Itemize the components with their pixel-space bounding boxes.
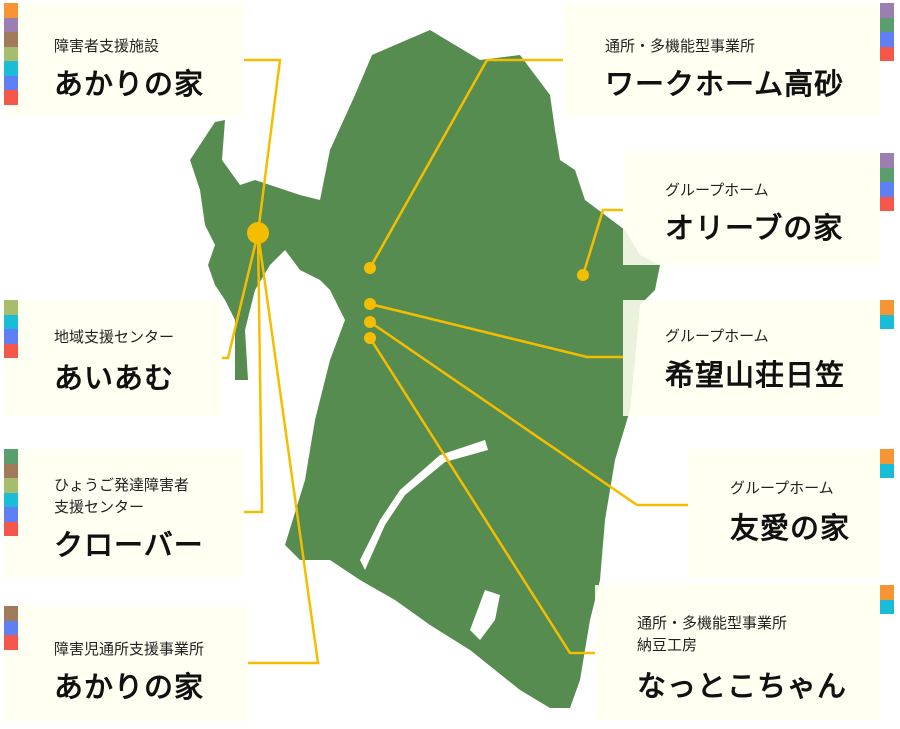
tag-orange	[880, 300, 894, 315]
tag-red	[4, 90, 18, 105]
facility-card[interactable]: 障害者支援施設あかりの家	[4, 3, 244, 116]
tag-cyan	[880, 599, 894, 614]
service-tags	[880, 153, 894, 211]
facility-card[interactable]: 通所・多機能型事業所納豆工房なっとこちゃん	[595, 585, 880, 720]
city-area	[190, 30, 660, 708]
facility-type-2: 納豆工房	[637, 636, 698, 654]
facility-type: グループホーム	[665, 181, 769, 199]
service-tags	[880, 449, 894, 478]
tag-blue	[4, 620, 18, 635]
tag-orange	[880, 585, 894, 600]
tag-cyan	[4, 492, 18, 507]
facility-name: なっとこちゃん	[637, 669, 848, 703]
river	[360, 440, 500, 640]
facility-name: あかりの家	[54, 670, 205, 704]
tag-blue	[4, 329, 18, 344]
tag-brown	[4, 606, 18, 621]
facility-card[interactable]: ひょうご発達障害者支援センタークローバー	[4, 449, 244, 578]
facility-type: 通所・多機能型事業所	[637, 614, 788, 632]
facility-name: 友愛の家	[730, 511, 851, 545]
facility-name: ワークホーム高砂	[605, 67, 845, 101]
tag-red	[4, 635, 18, 650]
tag-red	[880, 46, 894, 61]
facility-name: クローバー	[54, 528, 204, 562]
tag-cyan	[4, 314, 18, 329]
tag-red	[4, 343, 18, 358]
facility-type: ひょうご発達障害者	[54, 476, 190, 494]
tag-red	[4, 521, 18, 536]
facility-type: 地域支援センター	[54, 328, 175, 346]
tag-orange	[880, 449, 894, 464]
tag-olive	[4, 300, 18, 315]
tag-blue	[4, 75, 18, 90]
service-tags	[4, 3, 18, 105]
facility-name: オリーブの家	[665, 211, 844, 245]
service-tags	[880, 3, 894, 61]
tag-purple	[880, 153, 894, 168]
facility-name: あかりの家	[54, 67, 205, 101]
tag-brown	[4, 463, 18, 478]
service-tags	[4, 449, 18, 536]
tag-blue	[880, 32, 894, 47]
tag-blue	[4, 507, 18, 522]
tag-cyan	[4, 61, 18, 76]
tag-blue	[880, 182, 894, 197]
facility-type: 障害児通所支援事業所	[54, 640, 205, 658]
tag-brown	[4, 32, 18, 47]
location-marker-akari[interactable]	[247, 222, 269, 244]
service-tags	[4, 606, 18, 650]
facility-card[interactable]: グループホーム友愛の家	[688, 449, 880, 578]
tag-olive	[4, 478, 18, 493]
facility-type: 障害者支援施設	[54, 37, 160, 55]
tag-cyan	[880, 314, 894, 329]
facility-card[interactable]: 地域支援センターあいあむ	[4, 300, 222, 416]
location-marker-workhome[interactable]	[364, 262, 376, 274]
location-marker-nattoko[interactable]	[364, 332, 376, 344]
facility-type: 通所・多機能型事業所	[605, 37, 756, 55]
location-marker-olive[interactable]	[577, 269, 589, 281]
tag-orange	[4, 3, 18, 18]
tag-green	[4, 449, 18, 464]
facility-type: グループホーム	[730, 479, 834, 497]
connector-lines	[222, 58, 688, 665]
tag-cyan	[880, 463, 894, 478]
tag-green	[880, 17, 894, 32]
facility-name: 希望山荘日笠	[665, 358, 846, 392]
facility-type-2: 支援センター	[54, 498, 145, 516]
tag-purple	[880, 3, 894, 18]
facility-card[interactable]: 障害児通所支援事業所あかりの家	[4, 606, 248, 722]
tag-red	[880, 196, 894, 211]
facility-card[interactable]: 通所・多機能型事業所ワークホーム高砂	[563, 3, 880, 116]
tag-green	[880, 167, 894, 182]
facility-card[interactable]: グループホーム希望山荘日笠	[623, 300, 880, 416]
tag-purple	[4, 17, 18, 32]
service-tags	[880, 585, 894, 614]
facility-name: あいあむ	[54, 361, 175, 395]
location-marker-kibou[interactable]	[364, 298, 376, 310]
service-tags	[880, 300, 894, 329]
facility-type: グループホーム	[665, 327, 769, 345]
service-tags	[4, 300, 18, 358]
facility-card[interactable]: グループホームオリーブの家	[623, 153, 880, 265]
location-marker-yuai[interactable]	[364, 316, 376, 328]
tag-olive	[4, 46, 18, 61]
